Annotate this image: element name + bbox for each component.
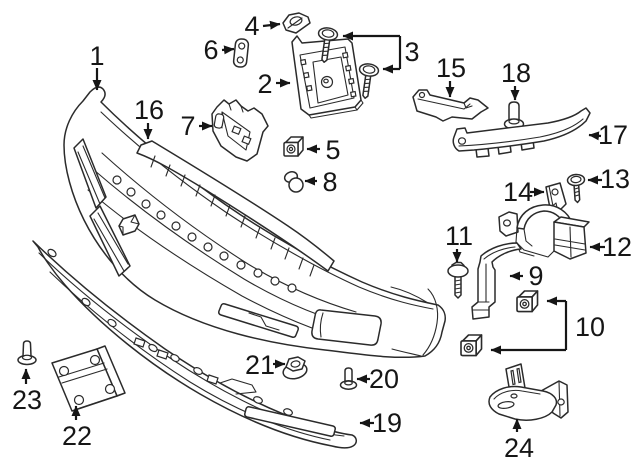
callout-15[interactable]: 15 [436,53,466,98]
callout-9[interactable]: 9 [509,261,544,291]
callout-4[interactable]: 4 [244,11,281,41]
callout-6[interactable]: 6 [203,35,235,65]
part-number-20[interactable]: 20 [369,364,399,394]
callout-19[interactable]: 19 [359,408,402,438]
bumper-slot [218,303,299,338]
part-number-4[interactable]: 4 [244,11,259,41]
callout-3[interactable]: 3 [342,31,420,74]
part-number-22[interactable]: 22 [62,421,92,451]
part-number-17[interactable]: 17 [598,120,628,150]
part-u-nut-upper [516,290,539,313]
part-number-21[interactable]: 21 [245,350,275,380]
part-support-rail [452,107,591,158]
part-number-13[interactable]: 13 [600,164,630,194]
part-number-3[interactable]: 3 [404,37,419,67]
part-number-24[interactable]: 24 [504,433,534,463]
part-bolt-upper [317,27,339,63]
part-number-6[interactable]: 6 [203,35,218,65]
part-license-bracket [51,345,126,412]
part-rivet-18 [503,101,525,130]
callout-7[interactable]: 7 [180,111,213,141]
part-number-10[interactable]: 10 [575,312,605,342]
callout-1[interactable]: 1 [89,41,105,91]
callout-18[interactable]: 18 [501,58,531,101]
part-number-14[interactable]: 14 [503,177,533,207]
callout-16[interactable]: 16 [134,95,164,140]
part-number-11[interactable]: 11 [445,221,473,251]
part-number-1[interactable]: 1 [89,41,104,71]
part-mounting-plate [291,35,364,119]
part-spacer-plate [232,38,250,68]
part-number-16[interactable]: 16 [134,95,164,125]
callout-2[interactable]: 2 [257,69,291,99]
callout-11[interactable]: 11 [445,221,473,263]
part-screw-23 [17,340,37,366]
part-deflector-bracket [412,89,489,122]
part-rivet-20 [339,367,358,390]
callout-8[interactable]: 8 [304,167,338,197]
part-number-23[interactable]: 23 [12,385,42,415]
callout-20[interactable]: 20 [356,364,399,394]
part-step-pad [136,140,335,277]
part-valance-panel [32,240,357,449]
valance-slot [244,406,336,437]
part-push-pin [283,171,304,193]
part-number-12[interactable]: 12 [602,232,632,262]
part-number-7[interactable]: 7 [180,111,195,141]
part-retainer-clip [282,12,311,34]
callout-5[interactable]: 5 [306,135,341,165]
fog-lamp-opening [311,309,382,346]
part-bolt-lower [358,63,380,99]
callout-12[interactable]: 12 [589,232,632,262]
part-number-5[interactable]: 5 [325,135,340,165]
callout-14[interactable]: 14 [503,177,545,207]
callout-22[interactable]: 22 [62,405,92,451]
part-number-9[interactable]: 9 [528,261,543,291]
callout-13[interactable]: 13 [587,164,630,194]
part-bolt-13 [566,173,586,204]
part-number-19[interactable]: 19 [372,408,402,438]
part-number-15[interactable]: 15 [436,53,466,83]
part-number-8[interactable]: 8 [322,167,337,197]
callout-10[interactable]: 10 [490,296,605,355]
part-number-2[interactable]: 2 [257,69,272,99]
part-number-18[interactable]: 18 [501,58,531,88]
vent-slot [89,205,131,277]
part-outer-bracket [498,204,590,260]
part-u-nut [283,136,304,157]
part-side-bracket [471,242,522,320]
part-bumper-bracket [211,99,269,162]
part-mounting-bracket-24 [488,363,569,421]
callout-17[interactable]: 17 [588,120,628,150]
part-bolt-11 [447,261,469,299]
callout-21[interactable]: 21 [245,350,286,380]
part-u-nut-lower [460,334,483,357]
part-flange-nut [282,356,308,380]
vent-slot [73,138,107,209]
callout-24[interactable]: 24 [504,418,534,463]
callout-23[interactable]: 23 [12,368,42,415]
